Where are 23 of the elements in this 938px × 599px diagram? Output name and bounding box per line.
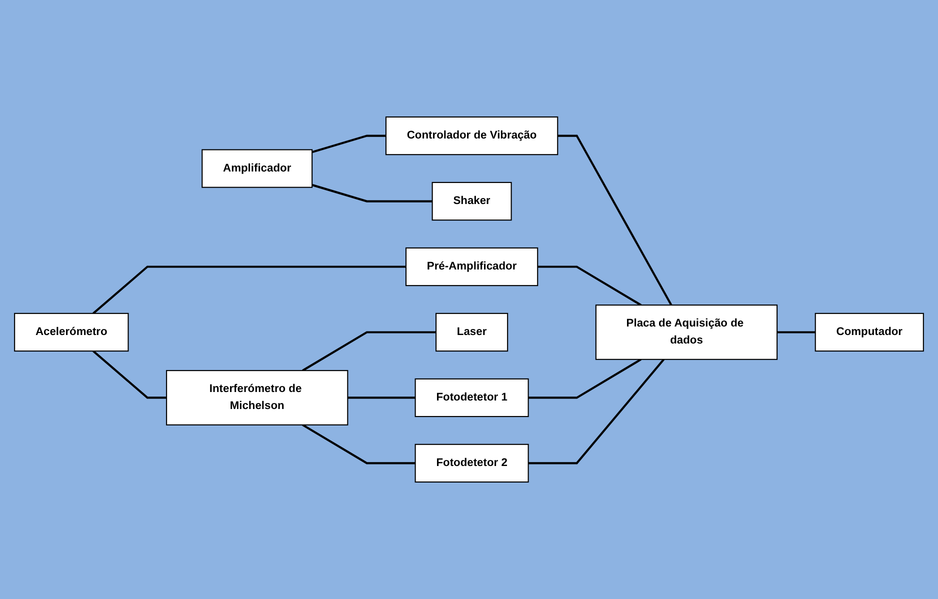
connector: [777, 331, 816, 334]
node-box: Computador: [814, 312, 924, 352]
connector: [302, 424, 416, 464]
node-box: Fotodetetor 2: [414, 444, 529, 483]
connector: [538, 266, 642, 306]
node-box: Laser: [436, 312, 508, 352]
connector: [92, 350, 167, 399]
connector: [312, 184, 432, 202]
connector: [558, 134, 672, 306]
connector: [528, 358, 642, 399]
node-box: Shaker: [432, 182, 512, 221]
node-box: Interferómetro de Michelson: [166, 370, 348, 426]
node-box: Controlador de Vibração: [385, 116, 558, 156]
connector: [92, 266, 406, 314]
connector: [312, 134, 386, 154]
connector: [302, 331, 436, 372]
node-box: Fotodetetor 1: [414, 378, 529, 418]
node-box: Acelerómetro: [14, 312, 129, 352]
connector: [348, 396, 416, 399]
node-box: Placa de Aquisição de dados: [595, 304, 778, 360]
node-box: Amplificador: [202, 149, 313, 188]
node-box: Pré-Amplificador: [405, 247, 538, 286]
connector: [528, 358, 665, 464]
